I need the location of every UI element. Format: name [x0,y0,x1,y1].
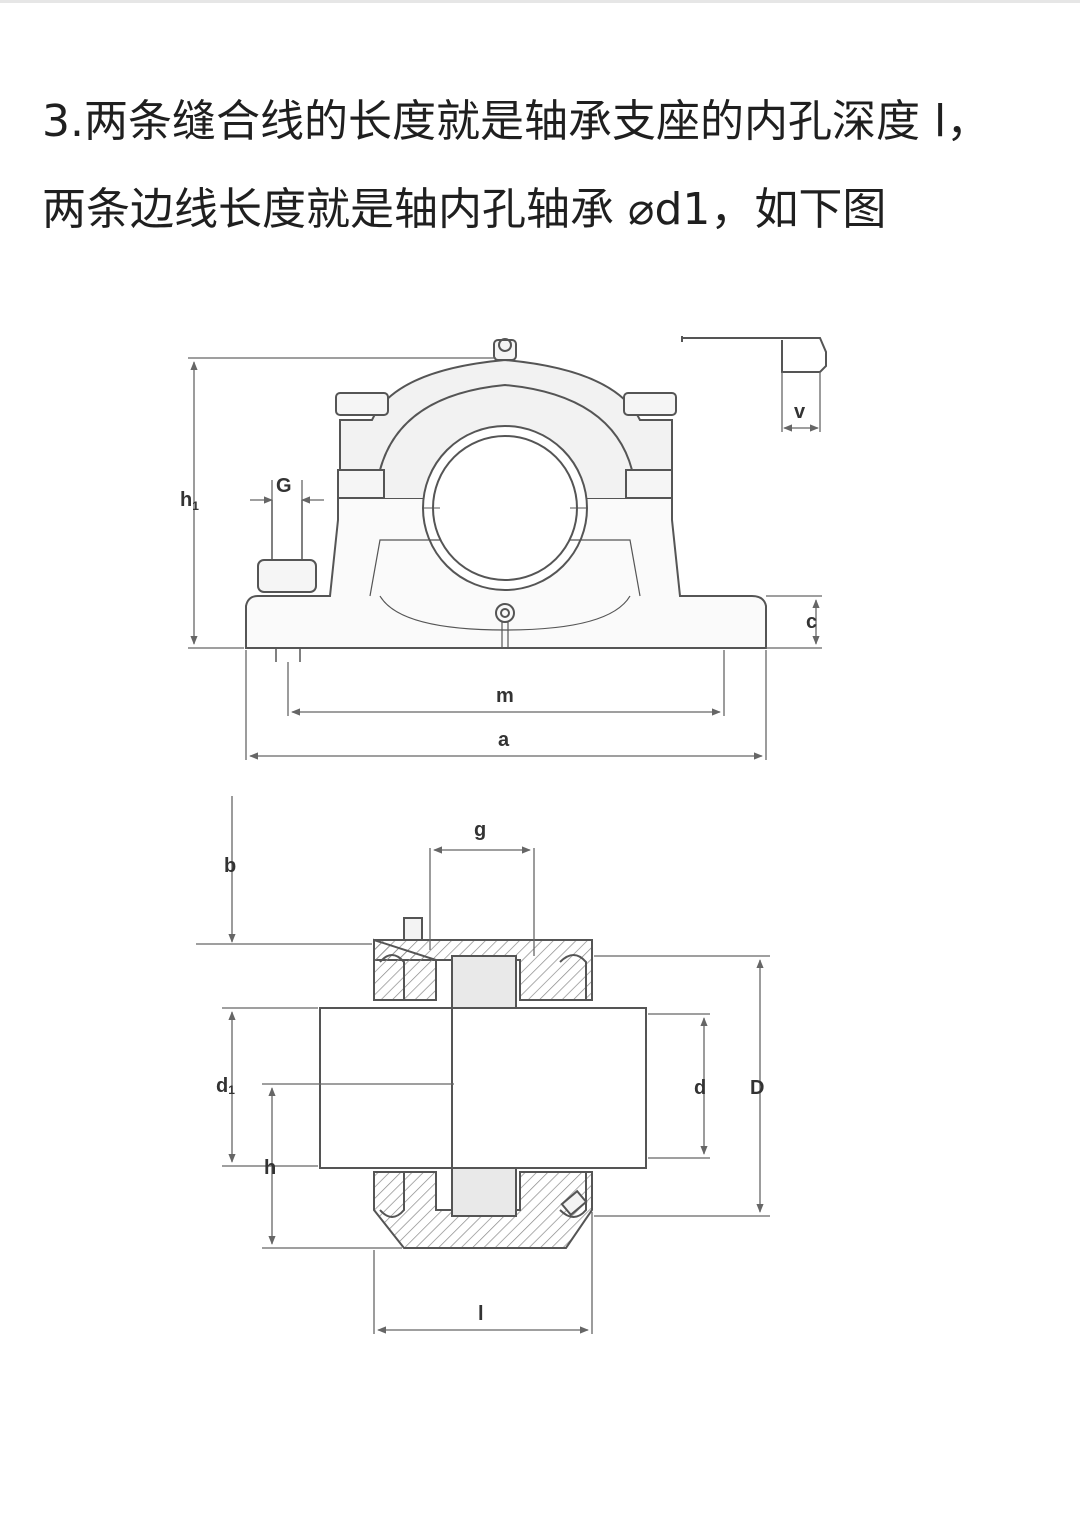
label-d1: d1 [216,1075,235,1097]
caption-line-2: 两条边线长度就是轴内孔轴承 ⌀d1，如下图 [42,184,887,235]
label-l: l [478,1303,484,1325]
label-g: g [474,819,486,841]
label-v: v [794,401,806,423]
pillow-block-front-view: h1 G v c m a [180,336,827,760]
label-a: a [498,729,510,751]
pillow-block-section-view: g b d1 h d D l [196,796,770,1334]
top-divider [0,0,1080,3]
label-G: G [276,475,292,497]
label-b: b [224,855,236,877]
label-d: d [694,1077,706,1099]
label-h1: h1 [180,489,199,513]
caption-paragraph: 3.两条缝合线的长度就是轴承支座的内孔深度 l， 两条边线长度就是轴内孔轴承 ⌀… [42,78,1052,254]
label-m: m [496,685,514,707]
label-c: c [806,611,817,633]
caption-line-1: 3.两条缝合线的长度就是轴承支座的内孔深度 l， [42,96,991,147]
label-D: D [750,1077,764,1099]
label-h: h [264,1157,276,1179]
